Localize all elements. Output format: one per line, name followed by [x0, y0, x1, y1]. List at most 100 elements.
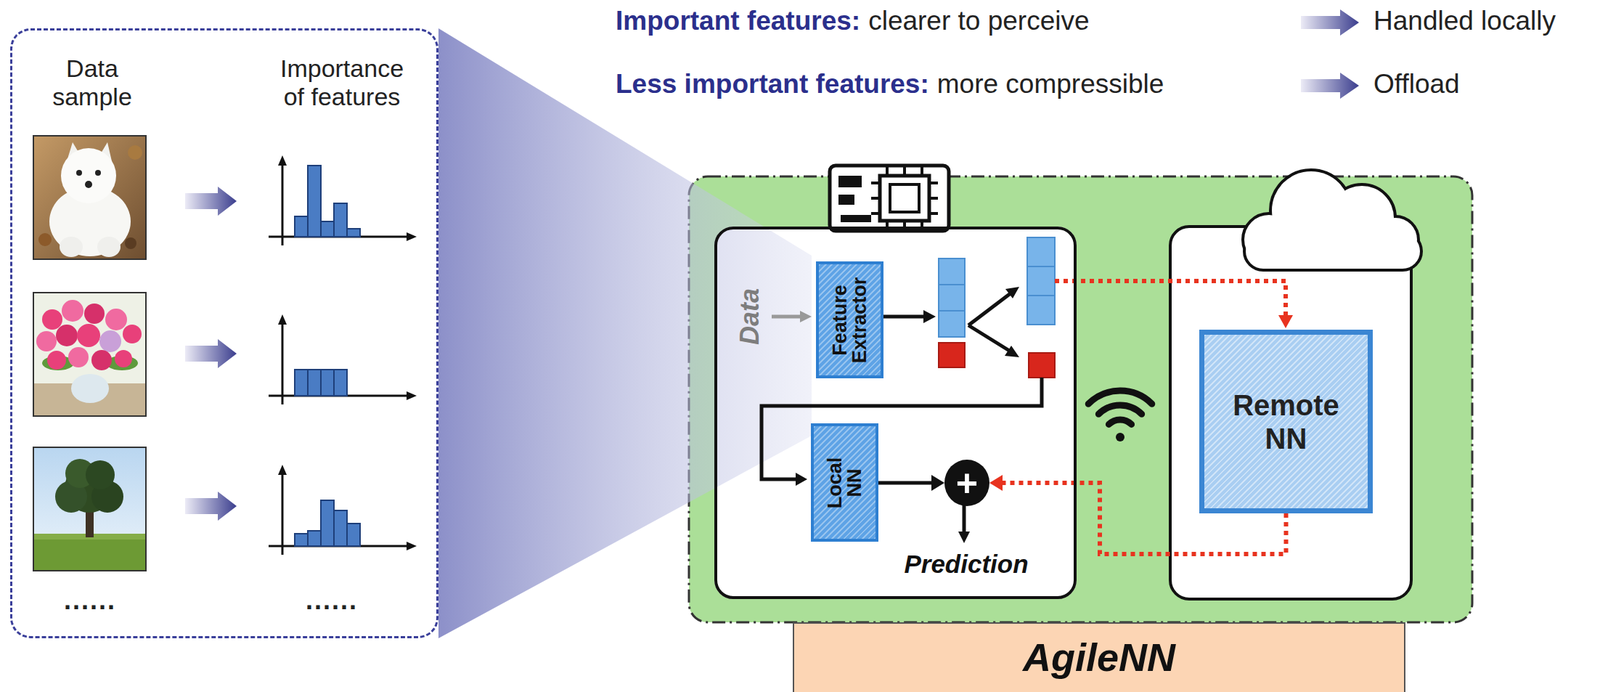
importance-histogram-part [307, 530, 321, 546]
importance-histogram-part [320, 221, 334, 237]
importance-histogram-part [278, 314, 287, 325]
importance-histogram-part [294, 369, 308, 396]
box-label: Remote NN [1224, 388, 1349, 456]
flower-photo [33, 292, 146, 416]
local-feature-part [1028, 352, 1055, 378]
arrow-connector [878, 474, 945, 491]
cloud-icon-part [1245, 233, 1420, 269]
wifi-symbol [1088, 390, 1153, 442]
prediction-arrow [958, 502, 970, 544]
flower-photo-part [114, 349, 133, 368]
header-arrow-part [1300, 9, 1359, 36]
column-header: Data sample [37, 54, 147, 112]
feature-vector-part [938, 258, 965, 285]
tree-photo-part [33, 533, 146, 571]
importance-histogram-part [333, 510, 348, 546]
importance-histogram-part [278, 155, 287, 166]
title-band: AgileNN [792, 622, 1406, 692]
importance-histogram-part [406, 391, 417, 400]
dog-photo-part [33, 135, 146, 260]
importance-histogram-part [294, 216, 308, 237]
dog-photo-part [60, 148, 117, 204]
column-header: Importance of features [269, 54, 415, 112]
wifi-symbol-part [1088, 390, 1153, 404]
tree-photo-part [33, 447, 146, 571]
importance-histogram-part [333, 203, 348, 237]
importance-histogram-part [320, 369, 334, 396]
wifi-symbol-part [1108, 419, 1132, 424]
local-feature-wire-part [761, 377, 1042, 480]
offloaded-features-part [1027, 295, 1055, 325]
split-arrow [968, 286, 1020, 358]
dog-photo-part [59, 236, 83, 257]
description: more compressible [937, 68, 1165, 101]
outcome-text: Handled locally [1373, 5, 1556, 38]
feature-extractor-box: Feature Extractor [815, 261, 884, 379]
flower-photo-part [122, 324, 142, 344]
importance-histogram [268, 314, 417, 405]
flower-photo-part [99, 330, 122, 353]
importance-histogram-part [281, 164, 284, 246]
offloaded-features-part [1027, 266, 1055, 296]
offload-wire-part [1278, 315, 1293, 329]
feature-vector-part [938, 310, 965, 337]
offload-wire [1054, 280, 1293, 329]
input-arrow-part [800, 310, 812, 323]
box-label: Feature Extractor [830, 265, 870, 375]
importance-histogram-part [347, 228, 361, 237]
cloud-icon-part [1245, 233, 1420, 269]
feature-vector-part [938, 342, 965, 368]
split-arrow-part [1004, 345, 1020, 358]
importance-histogram-part [406, 541, 417, 551]
device-chip-icon-part [879, 175, 930, 221]
importance-histogram-part [294, 533, 308, 546]
device-chip-icon-part [829, 165, 949, 231]
ellipsis-mark: ...... [270, 585, 394, 616]
row-arrow-part [185, 339, 237, 369]
local-nn-box: Local NN [810, 423, 879, 542]
dog-photo-part [97, 236, 121, 257]
prediction-arrow-part [962, 502, 967, 533]
key-phrase: Important features: [615, 5, 861, 38]
wifi-symbol-part [1115, 432, 1125, 442]
offloaded-features-part [1027, 237, 1055, 267]
feature-vector-part [938, 284, 965, 311]
split-arrow-part [1005, 286, 1020, 299]
importance-histogram-part [307, 369, 321, 396]
device-chip-icon [829, 165, 949, 231]
importance-histogram-part [406, 232, 417, 242]
plus-sign: + [956, 463, 978, 502]
importance-histogram-part [278, 464, 287, 475]
local-feature-wire [761, 377, 1042, 486]
tree-photo-part [33, 447, 146, 571]
sum-circle: + [944, 459, 990, 506]
dog-photo [33, 135, 146, 260]
offloaded-features [1027, 237, 1055, 325]
flower-photo-part [36, 331, 57, 352]
tree-photo-part [85, 460, 115, 490]
dog-photo-part [84, 180, 93, 189]
flower-photo-part [33, 292, 146, 416]
box-label: Local NN [825, 446, 865, 520]
device-chip-icon-part [838, 194, 855, 205]
sample-panel: Data sample Importance of features [10, 28, 439, 639]
header-arrow [1300, 9, 1359, 99]
dog-photo-part [95, 169, 101, 176]
device-chip-icon-part [840, 214, 872, 223]
input-arrow-part [771, 315, 802, 319]
split-arrow-part [968, 293, 1011, 326]
device-chip-icon-part [890, 184, 920, 212]
input-arrow [771, 310, 812, 323]
flower-photo-part [84, 303, 105, 324]
flower-photo-part [91, 349, 112, 371]
arrowhead [931, 474, 945, 491]
system-name: AgileNN [1022, 635, 1176, 679]
importance-histogram-part [281, 323, 284, 405]
connector-line [878, 481, 933, 485]
feature-vector [938, 258, 965, 368]
flower-photo-part [33, 292, 146, 416]
offload-wire-part [1054, 280, 1286, 318]
flower-photo-part [105, 308, 128, 331]
wifi-symbol-part [1098, 405, 1142, 414]
extractor-output-arrow-part [923, 309, 936, 324]
